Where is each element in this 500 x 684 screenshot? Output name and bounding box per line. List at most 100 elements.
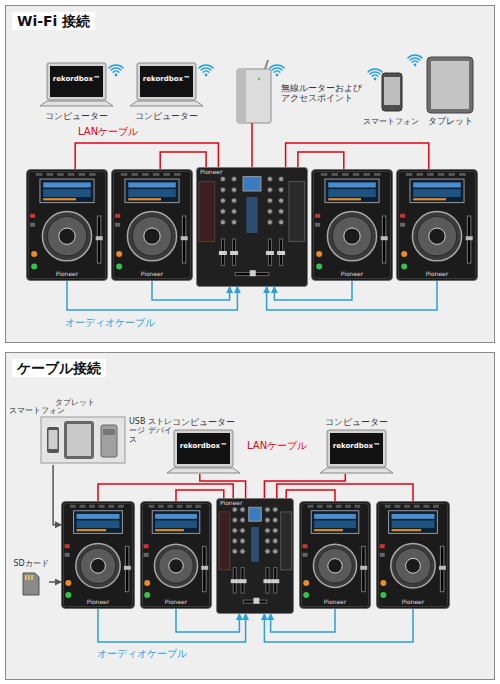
cable-label: LANケーブル: [78, 126, 138, 138]
cdj-button: [414, 505, 420, 508]
mixer-knob: [220, 187, 225, 192]
play-button: [144, 592, 150, 598]
cdj-button: [433, 505, 439, 508]
fader-cap: [231, 579, 239, 583]
cdj-button: [99, 505, 105, 508]
wifi-arc: [272, 68, 282, 70]
jog-ring: [80, 548, 116, 584]
audio-cable: [271, 609, 335, 632]
cdj-button: [36, 173, 43, 176]
cdj-waveform-mark: [413, 198, 446, 200]
device-label: スマートフォン: [357, 117, 425, 126]
cue-button: [303, 580, 309, 586]
phone-screen: [384, 77, 400, 105]
mixer-knob: [220, 220, 225, 225]
jog-wheel: [76, 544, 120, 588]
sd-card: SDカード: [13, 559, 49, 604]
cdj-button: [80, 505, 86, 508]
mixer-knob: [232, 507, 237, 512]
play-button: [303, 592, 309, 598]
cdj-screen: [40, 179, 94, 203]
cdj-bezel: [302, 504, 369, 607]
cdj-screen-bar: [77, 514, 120, 519]
computer: コンピューターrekordbox™: [166, 417, 241, 474]
mixer-knob: [265, 528, 270, 533]
mixer-knob: [265, 517, 270, 522]
cdj-illustration: [299, 501, 371, 609]
fader-cap: [271, 579, 279, 583]
cdj-illustration: [376, 501, 450, 609]
mixer-knob: [240, 538, 245, 543]
device-label: コンピューター: [319, 417, 394, 427]
device-label: USB ストレージ デバイス: [129, 417, 173, 445]
usb-drive-icon: [101, 425, 117, 457]
cue-button: [65, 580, 71, 586]
cdj-button: [118, 505, 124, 508]
cdj-button: [400, 223, 405, 227]
mixer-knob: [240, 517, 245, 522]
cdj-button: [158, 505, 164, 508]
wifi-arc: [408, 55, 422, 58]
cdj-waveform-mark: [328, 198, 361, 200]
jog-ring: [132, 217, 171, 256]
jog-center: [344, 228, 360, 244]
cdj-screen: [125, 179, 179, 203]
tablet-screen: [67, 424, 91, 456]
cdj-waveform: [392, 520, 435, 528]
tempo-cap: [181, 236, 188, 240]
cdj-button: [332, 173, 339, 176]
mixer-knob: [220, 209, 225, 214]
cdj-waveform-mark: [392, 529, 422, 531]
cue-button: [316, 251, 322, 257]
cdj-waveform: [328, 189, 376, 197]
lan-cable: [264, 474, 345, 498]
cdj-waveform: [155, 520, 197, 528]
wifi-dot: [115, 74, 118, 77]
laptop-screen: [50, 66, 103, 97]
cdj-button: [342, 173, 349, 176]
tempo-cap: [381, 236, 388, 240]
cdj-waveform: [314, 520, 356, 528]
mixer-knob: [279, 220, 284, 225]
tempo-cap: [124, 566, 131, 570]
mixer-illustration: [196, 167, 308, 287]
mixer-knob: [232, 538, 237, 543]
cdj-button: [65, 544, 70, 548]
cdj-button: [448, 173, 455, 176]
device-label: コンピューター: [129, 111, 204, 121]
mixer-knob: [265, 549, 270, 554]
cdj-button: [345, 505, 351, 508]
cdj-button: [308, 505, 314, 508]
jog-ring: [332, 217, 371, 256]
tablet-illustration: [419, 49, 481, 127]
audio-cable: [176, 609, 239, 632]
cdj-button: [303, 553, 308, 557]
cue-button: [116, 251, 122, 257]
cd-player: Pioneer: [376, 501, 450, 609]
cdj-button: [321, 173, 328, 176]
device-tray: [41, 417, 125, 463]
sd-card-contact: [25, 575, 27, 580]
cue-button: [401, 251, 407, 257]
device-label: スマートフォン: [9, 407, 65, 416]
wifi-arc: [412, 61, 418, 62]
cdj-screen: [311, 511, 359, 534]
mixer-knob: [267, 187, 272, 192]
wifi-icon: [368, 69, 382, 80]
wifi-arc: [201, 68, 211, 70]
cd-player: Pioneer: [396, 169, 478, 281]
cdj-screen-bar: [314, 514, 356, 519]
cue-button: [31, 251, 37, 257]
device-label: SDカード: [7, 559, 55, 568]
sd-card-contact: [31, 575, 33, 580]
wifi-arc: [372, 75, 378, 76]
cdj-button: [121, 173, 128, 176]
lan-cable: [277, 484, 413, 501]
wifi-arc: [410, 58, 420, 60]
laptop-screen: [177, 433, 230, 464]
cdj-waveform-mark: [77, 529, 107, 531]
device-label: コンピューター: [39, 111, 114, 121]
phone-screen: [49, 430, 58, 449]
cdj-button: [108, 505, 114, 508]
cdj-body: [312, 170, 393, 281]
